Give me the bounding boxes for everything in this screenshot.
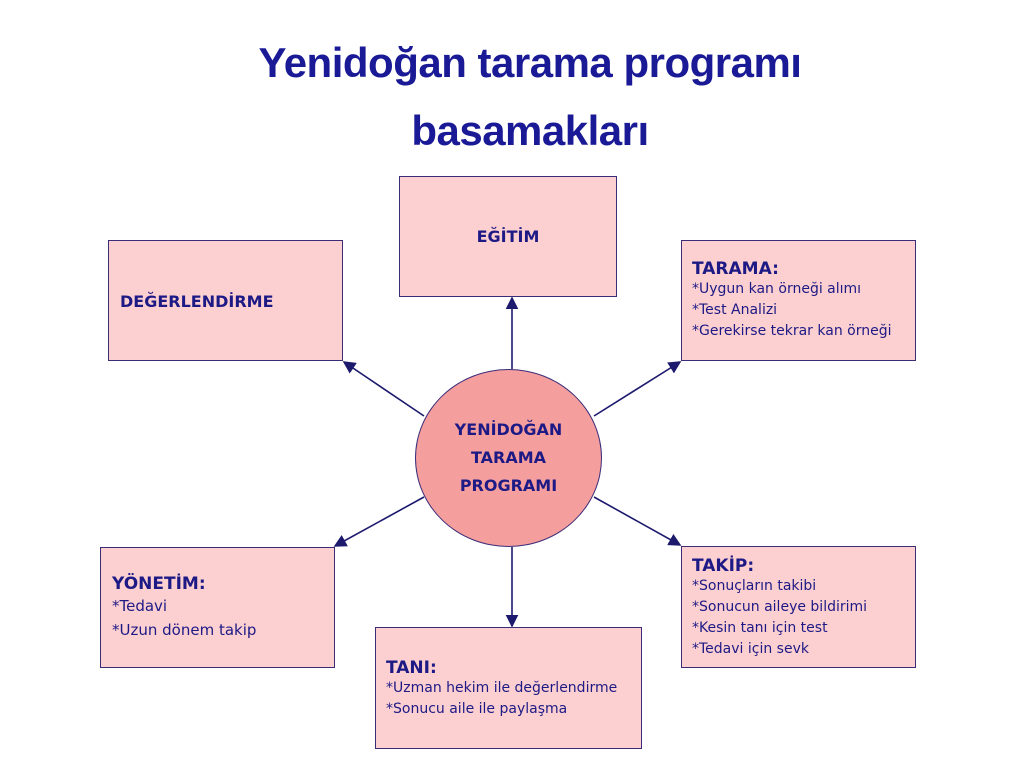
tarama-item: *Uygun kan örneği alımı (692, 281, 862, 297)
tarama-item: *Gerekirse tekrar kan örneği (692, 323, 892, 339)
box-tani: TANI: *Uzman hekim ile değerlendirme *So… (375, 627, 642, 749)
egitim-heading: EĞİTİM (476, 227, 540, 246)
arrow-to-yonetim (333, 496, 425, 547)
degerlendirme-heading: DEĞERLENDİRME (120, 292, 274, 311)
tarama-item: *Test Analizi (692, 302, 778, 318)
center-line: TARAMA (470, 448, 547, 467)
yonetim-heading: YÖNETİM: (112, 574, 206, 594)
box-yonetim: YÖNETİM: *Tedavi *Uzun dönem takip (100, 547, 335, 668)
takip-item: *Sonuçların takibi (692, 578, 817, 594)
tani-heading: TANI: (386, 658, 437, 678)
center-line: PROGRAMI (459, 476, 558, 495)
tani-item: *Uzman hekim ile değerlendirme (386, 680, 618, 696)
takip-heading: TAKİP: (692, 556, 755, 576)
box-tarama: TARAMA: *Uygun kan örneği alımı *Test An… (681, 240, 916, 361)
tarama-heading: TARAMA: (692, 259, 779, 279)
box-degerlendirme: DEĞERLENDİRME (108, 240, 343, 361)
takip-item: *Sonucun aileye bildirimi (692, 599, 868, 615)
arrow-to-takip (593, 496, 682, 546)
tani-item: *Sonucu aile ile paylaşma (386, 701, 568, 717)
arrow-to-degerlendirme (342, 361, 425, 417)
arrow-to-tarama (593, 361, 682, 417)
title-line-1: Yenidoğan tarama programı (258, 39, 802, 86)
box-egitim: EĞİTİM (399, 176, 617, 297)
yonetim-item: *Tedavi (112, 597, 168, 615)
takip-item: *Tedavi için sevk (692, 641, 809, 657)
title-line-2: basamakları (411, 107, 649, 154)
takip-item: *Kesin tanı için test (692, 620, 828, 636)
box-takip: TAKİP: *Sonuçların takibi *Sonucun ailey… (681, 546, 916, 668)
yonetim-item: *Uzun dönem takip (112, 621, 257, 639)
center-circle: YENİDOĞAN TARAMA PROGRAMI (415, 369, 602, 547)
center-line: YENİDOĞAN (454, 420, 563, 439)
